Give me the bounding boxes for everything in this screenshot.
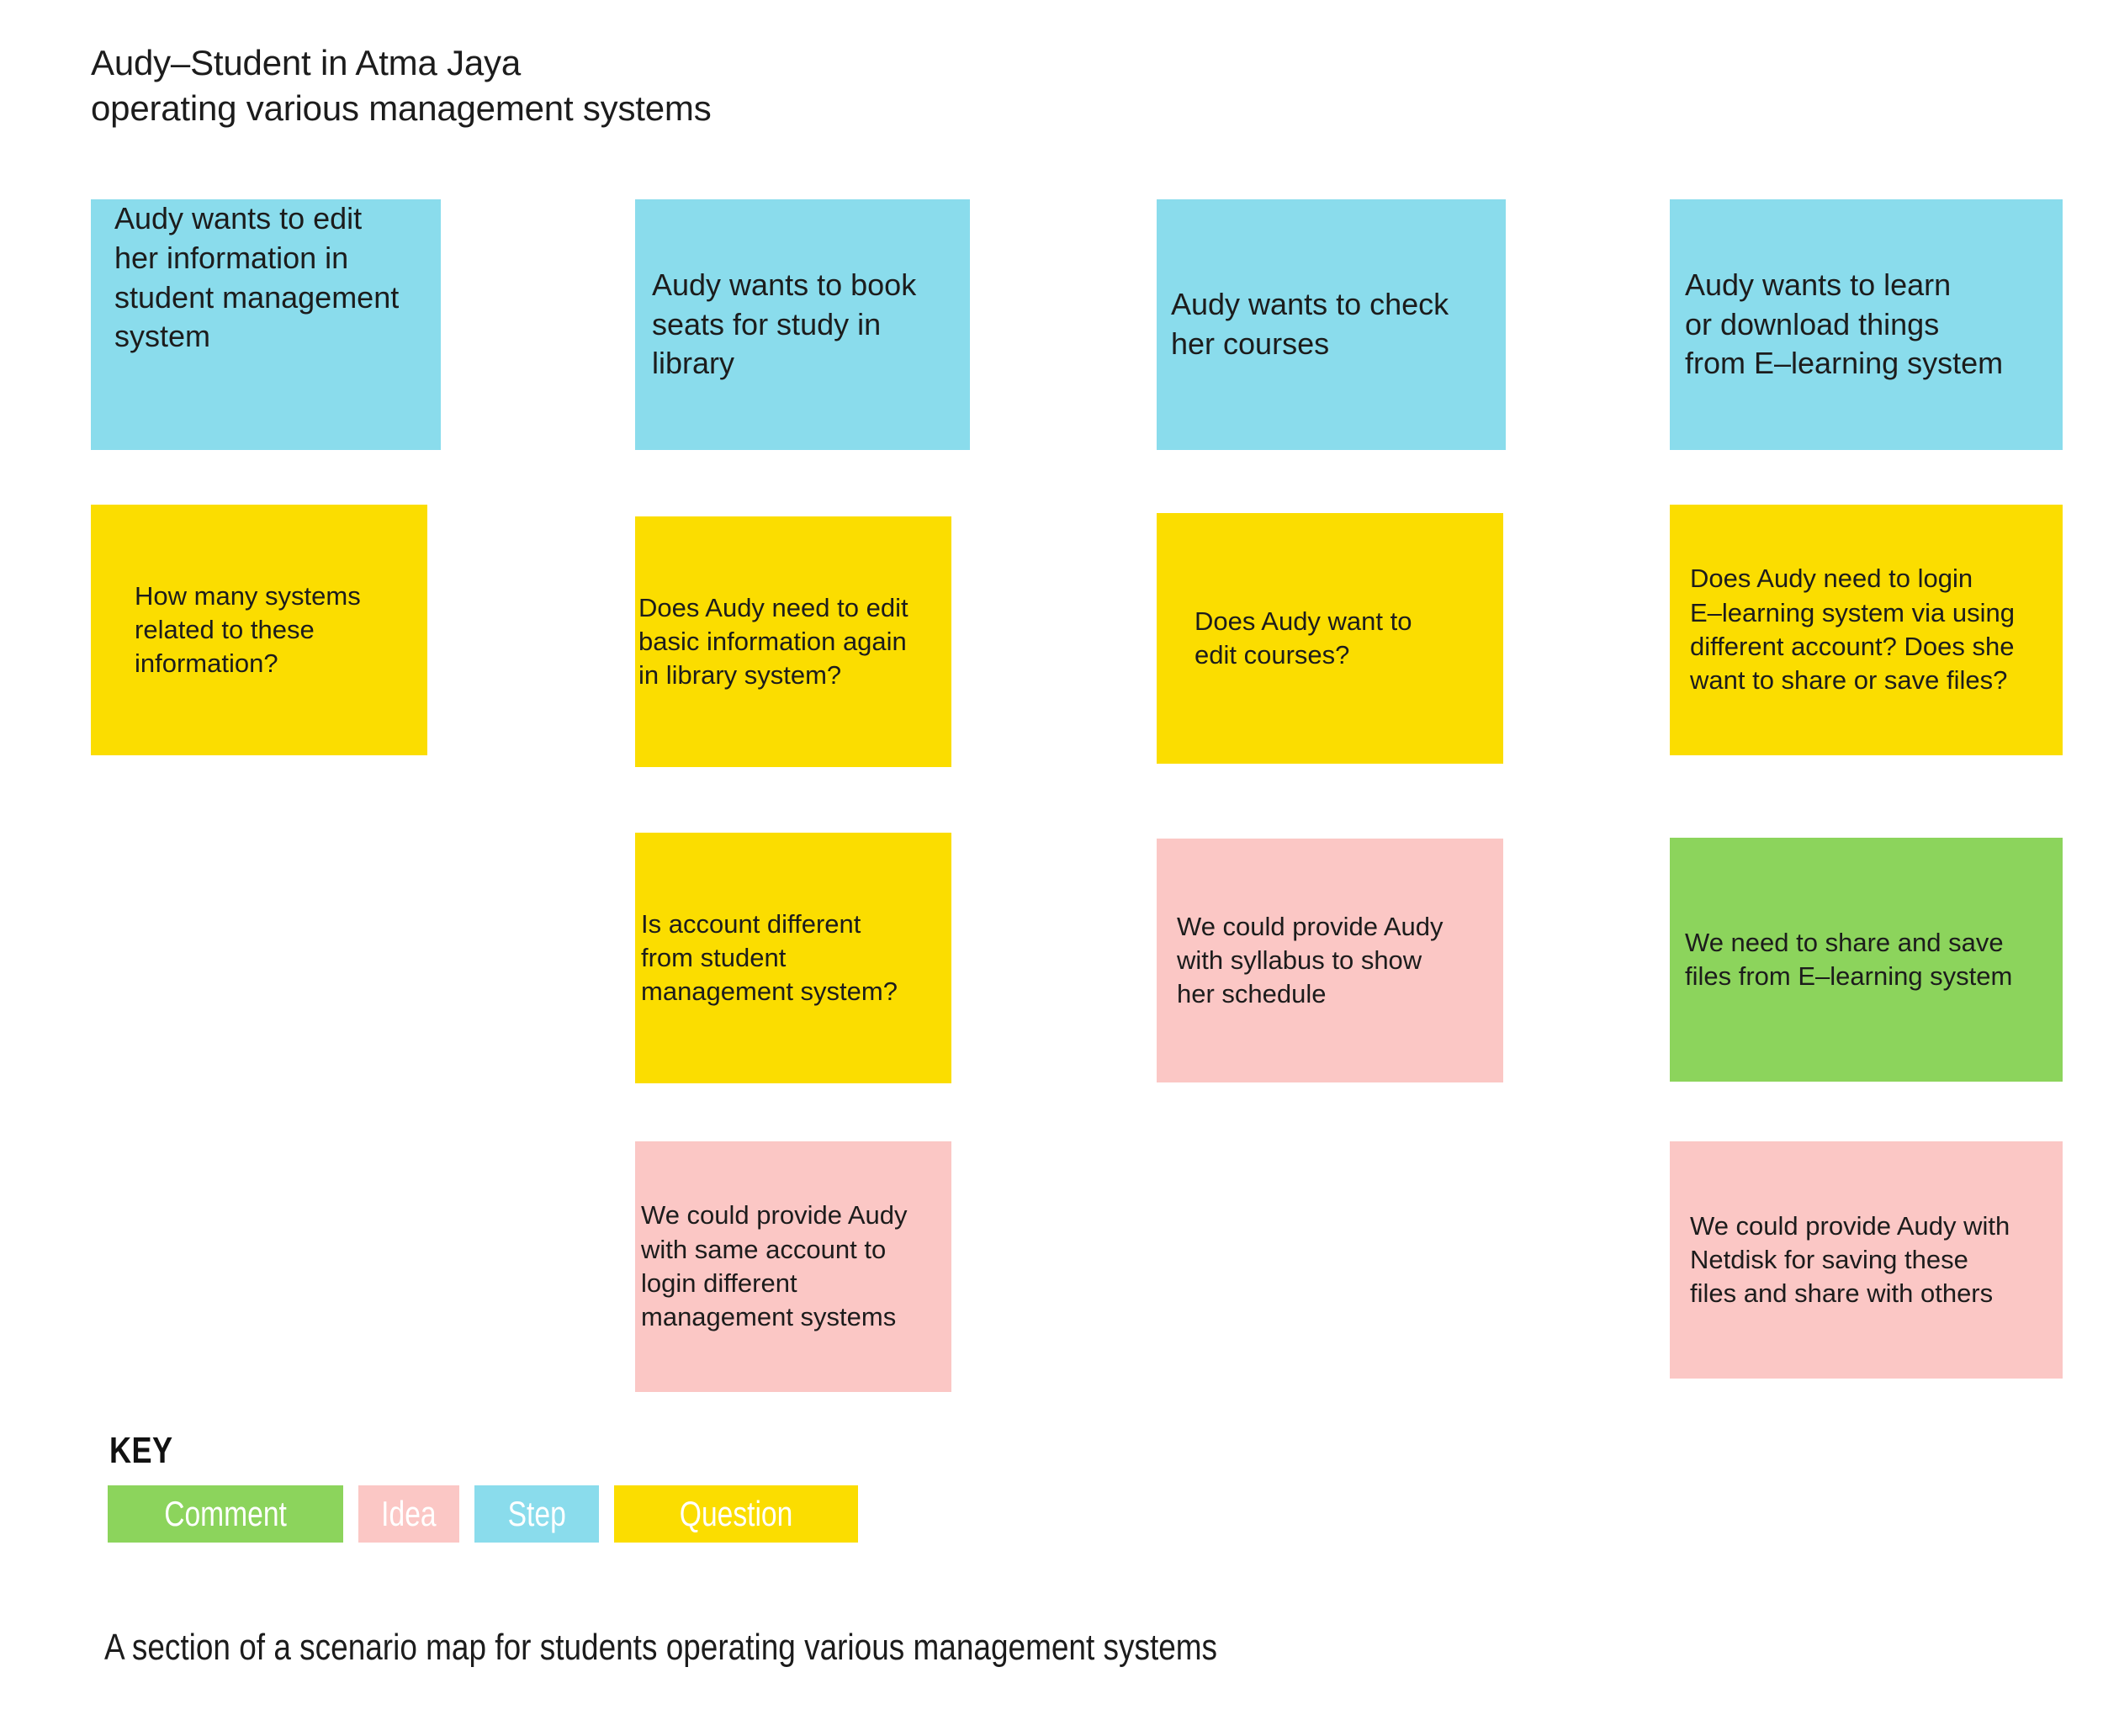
key-chip-label: Step	[507, 1494, 566, 1533]
sticky-note-text: Is account different from student manage…	[641, 908, 898, 1007]
sticky-note-step[interactable]: Audy wants to learn or download things f…	[1670, 199, 2063, 450]
sticky-note-text: We could provide Audy with syllabus to s…	[1177, 911, 1443, 1009]
sticky-note-step[interactable]: Audy wants to edit her information in st…	[91, 199, 441, 450]
chip-step: Step	[474, 1485, 599, 1543]
sticky-note-question[interactable]: Does Audy need to edit basic information…	[635, 516, 951, 767]
scenario-map-board: Audy wants to edit her information in st…	[91, 199, 2063, 1392]
sticky-note-text: We could provide Audy with Netdisk for s…	[1690, 1210, 2010, 1309]
sticky-note-idea[interactable]: We could provide Audy with syllabus to s…	[1157, 839, 1503, 1082]
sticky-note-idea[interactable]: We could provide Audy with same account …	[635, 1141, 951, 1392]
sticky-note-question[interactable]: How many systems related to these inform…	[91, 505, 427, 755]
sticky-note-question[interactable]: Does Audy need to login E–learning syste…	[1670, 505, 2063, 755]
key-legend: KEY Comment Idea Step Question	[108, 1430, 1117, 1543]
sticky-note-text: Audy wants to learn or download things f…	[1685, 267, 2004, 381]
key-chip-label: Comment	[164, 1494, 287, 1533]
sticky-note-text: Audy wants to edit her information in st…	[114, 201, 400, 354]
sticky-note-comment[interactable]: We need to share and save files from E–l…	[1670, 838, 2063, 1082]
sticky-note-idea[interactable]: We could provide Audy with Netdisk for s…	[1670, 1141, 2063, 1379]
sticky-note-text: Does Audy need to edit basic information…	[638, 592, 908, 691]
sticky-note-text: Does Audy want to edit courses?	[1195, 606, 1412, 670]
sticky-note-step[interactable]: Audy wants to check her courses	[1157, 199, 1506, 450]
key-heading: KEY	[109, 1430, 173, 1471]
figure-caption: A section of a scenario map for students…	[104, 1627, 1218, 1668]
key-chip-list: Comment Idea Step Question	[108, 1485, 1117, 1543]
sticky-note-text: Does Audy need to login E–learning syste…	[1690, 564, 2015, 696]
sticky-note-question[interactable]: Is account different from student manage…	[635, 833, 951, 1083]
sticky-note-text: We need to share and save files from E–l…	[1685, 927, 2013, 991]
sticky-note-text: We could provide Audy with same account …	[641, 1200, 908, 1332]
page-title: Audy–Student in Atma Jaya operating vari…	[91, 43, 712, 128]
chip-idea: Idea	[358, 1485, 459, 1543]
sticky-note-step[interactable]: Audy wants to book seats for study in li…	[635, 199, 970, 450]
sticky-note-text: How many systems related to these inform…	[135, 580, 361, 679]
key-chip-label: Idea	[381, 1494, 437, 1533]
sticky-note-text: Audy wants to check her courses	[1171, 287, 1449, 361]
chip-question: Question	[614, 1485, 858, 1543]
chip-comment: Comment	[108, 1485, 343, 1543]
sticky-note-question[interactable]: Does Audy want to edit courses?	[1157, 513, 1503, 764]
sticky-note-text: Audy wants to book seats for study in li…	[652, 267, 917, 381]
key-chip-label: Question	[679, 1494, 793, 1533]
